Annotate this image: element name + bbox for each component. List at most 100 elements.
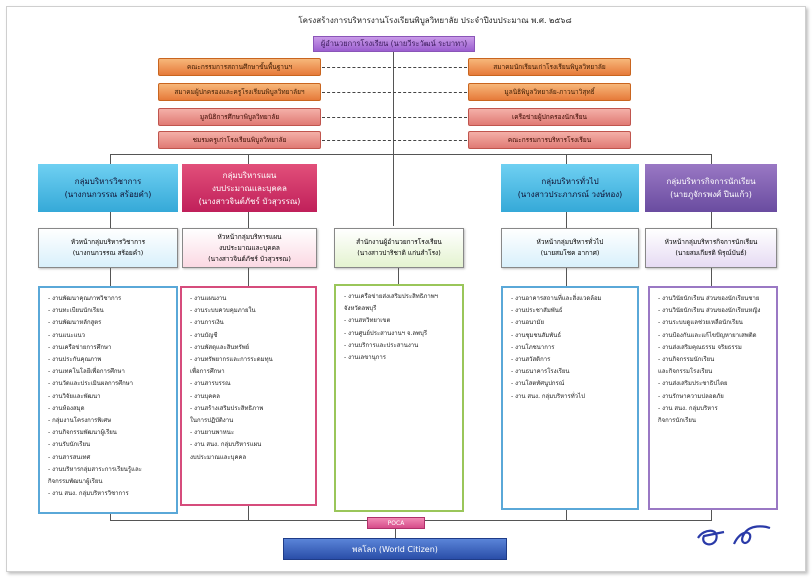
task-item: - งานป้องกันและแก้ไขปัญหายาเสพติด — [658, 331, 757, 339]
connector-1 — [322, 67, 467, 68]
task-item: - งานกิจกรรมนักเรียน และกิจกรรมโรงเรียน — [658, 356, 715, 376]
task-item: - งานการเงิน — [190, 319, 224, 327]
task-item: - งานโภชนาการ — [511, 343, 555, 351]
branch-drop-5 — [711, 154, 712, 164]
sub-list-line-4 — [566, 268, 567, 286]
head-sub-line-5 — [711, 212, 712, 228]
page-title: โครงสร้างการบริหารงานโรงเรียนพิบูลวิทยาล… — [298, 16, 572, 25]
task-item: - งานชุมชนสัมพันธ์ — [511, 331, 562, 339]
subhead-person: (นายสมเกียรติ พิรุณ์บันธ์) — [675, 249, 747, 257]
committee-right-1: สมาคมนักเรียนเก่าโรงเรียนพิบูลวิทยาลัย — [468, 58, 631, 76]
bottom-drop-4 — [566, 510, 567, 521]
group-name: กลุ่มบริหารแผน งบประมาณและบุคคล — [212, 170, 287, 193]
bottom-drop-5 — [711, 510, 712, 521]
task-item: - งานห้องสมุด — [48, 404, 85, 412]
world-citizen-box: พลโลก (World Citizen) — [283, 538, 507, 560]
subhead-person: (นางกนกวรรณ สร้อยคำ) — [72, 249, 144, 257]
task-item: - งาน สนง. กลุ่มบริหารแผน งบประมาณและบุค… — [190, 441, 262, 461]
task-item: - งานวินัยนักเรียน ส่วนของนักเรียนหญิง — [658, 307, 761, 315]
group-head-student-affairs: กลุ่มบริหารกิจการนักเรียน (นายภูจักรพงศ์… — [645, 164, 777, 212]
task-item: - งานแผนงาน — [190, 295, 227, 302]
subhead-title: หัวหน้ากลุ่มบริหารทั่วไป — [536, 238, 604, 246]
task-item: - งานพัสดุและสินทรัพย์ — [190, 343, 250, 351]
sub-list-line-1 — [110, 268, 111, 286]
task-item: - งานโสตทัศนูปกรณ์ — [511, 380, 565, 388]
task-item: - งานเครือข่ายส่งเสริมประสิทธิภาพฯ จังหว… — [344, 293, 439, 313]
task-item: - งานบริการและประสานงาน — [344, 341, 419, 349]
subhead-budget: หัวหน้ากลุ่มบริหารแผน งบประมาณและบุคคล (… — [182, 228, 317, 268]
group-person: (นางสาวประภาภรณ์ วงษ์ทอง) — [517, 190, 623, 199]
task-item: - งานอาคารสถานที่และสิ่งแวดล้อม — [511, 295, 602, 302]
task-item: - งานสารสนเทศ — [48, 453, 91, 461]
task-item: - งานเครือข่ายการศึกษา — [48, 343, 112, 351]
task-item: - งานประชาสัมพันธ์ — [511, 307, 563, 315]
task-item: - งานวินัยนักเรียน ส่วนของนักเรียนชาย — [658, 295, 760, 302]
task-item: - งานสวัสดิการ — [511, 356, 551, 364]
subhead-general: หัวหน้ากลุ่มบริหารทั่วไป (นายสมโชค อากาศ… — [501, 228, 639, 268]
branch-drop-3 — [393, 154, 394, 226]
poca-box: POCA — [367, 517, 425, 529]
task-list-director-office: - งานเครือข่ายส่งเสริมประสิทธิภาพฯ จังหว… — [334, 284, 464, 512]
task-item: - งานบัญชี — [190, 331, 218, 339]
subhead-title: สำนักงานผู้อำนวยการโรงเรียน — [356, 238, 442, 246]
branch-drop-2 — [248, 154, 249, 164]
task-item: - งานวิจัยและพัฒนา — [48, 392, 101, 400]
task-item: - งานสหวิทยาเขต — [344, 317, 391, 325]
task-item: - งานส่งเสริมประชาธิปไตย — [658, 380, 728, 388]
task-item: - งานรับนักเรียน — [48, 441, 91, 449]
head-sub-line-2 — [248, 212, 249, 228]
task-item: - งานยานพาหนะ — [190, 429, 235, 437]
task-item: - งานแนะแนว — [48, 331, 86, 339]
branch-drop-4 — [566, 154, 567, 164]
task-item: - งานสารบรรณ — [190, 380, 231, 388]
committee-left-2: สมาคมผู้ปกครองและครูโรงเรียนพิบูลวิทยาลั… — [158, 83, 321, 101]
connector-2 — [322, 92, 467, 93]
task-list-general: - งานอาคารสถานที่และสิ่งแวดล้อม - งานประช… — [501, 286, 639, 510]
subhead-title: หัวหน้ากลุ่มบริหารกิจการนักเรียน — [664, 238, 758, 246]
group-name: กลุ่มบริหารกิจการนักเรียน — [666, 177, 756, 186]
head-sub-line-1 — [110, 212, 111, 228]
group-head-budget: กลุ่มบริหารแผน งบประมาณและบุคคล (นางสาวจ… — [182, 164, 317, 212]
task-item: - งานสร้างเสริมประสิทธิภาพ ในการปฏิบัติง… — [190, 404, 264, 425]
task-item: - งานทรัพยากรและการระดมทุน เพื่อการศึกษา — [190, 356, 273, 376]
task-item: - งานระบบดูแลช่วยเหลือนักเรียน — [658, 319, 743, 327]
subhead-director-office: สำนักงานผู้อำนวยการโรงเรียน (นางสาวปาริช… — [334, 228, 464, 268]
connector-3 — [322, 117, 467, 118]
group-name: กลุ่มบริหารทั่วไป — [541, 177, 599, 186]
task-item: - งานบริหารกลุ่มสาระการเรียนรู้และ กิจกร… — [48, 465, 142, 486]
signature-mark — [697, 525, 771, 546]
subhead-person: (นางสาวปาริชาติ แก่นสำโรง) — [357, 249, 441, 257]
committee-right-3: เครือข่ายผู้ปกครองนักเรียน — [468, 108, 631, 126]
subhead-person: (นายสมโชค อากาศ) — [540, 249, 600, 257]
bottom-drop-1 — [110, 514, 111, 521]
task-item: - งานส่งเสริมคุณธรรม จริยธรรม — [658, 343, 742, 351]
director-box: ผู้อำนวยการโรงเรียน (นายวีระวัฒน์ ระบาทา… — [313, 36, 475, 52]
task-list-student-affairs: - งานวินัยนักเรียน ส่วนของนักเรียนชาย - ง… — [648, 286, 778, 510]
task-item: - งานพัฒนาหลักสูตร — [48, 319, 102, 327]
trunk-line — [393, 52, 394, 154]
committee-left-4: ชมรมครูเก่าโรงเรียนพิบูลวิทยาลัย — [158, 131, 321, 149]
task-item: - งาน สนง. กลุ่มบริหาร กิจการนักเรียน — [658, 404, 718, 425]
task-item: - งานพัฒนาคุณภาพวิชาการ — [48, 295, 122, 302]
bottom-drop-2 — [248, 506, 249, 521]
task-item: - งาน สนง. กลุ่มบริหารทั่วไป — [511, 392, 585, 400]
subhead-title: หัวหน้ากลุ่มบริหารวิชาการ — [70, 238, 146, 246]
subhead-academic: หัวหน้ากลุ่มบริหารวิชาการ (นางกนกวรรณ สร… — [38, 228, 178, 268]
sub-list-line-2 — [248, 268, 249, 286]
task-item: - งานบุคคล — [190, 392, 220, 400]
task-item: - งานเทคโนโลยีเพื่อการศึกษา — [48, 368, 125, 376]
group-person: (นางสาวจินต์ภัชร์ บัวสุวรรณ) — [198, 196, 301, 206]
task-list-academic: - งานพัฒนาคุณภาพวิชาการ - งานทะเบียนนักเร… — [38, 286, 178, 514]
task-item: - งานกิจกรรมพัฒนาผู้เรียน — [48, 429, 117, 437]
group-person: (นายภูจักรพงศ์ ปีนแก้ว) — [670, 190, 752, 199]
group-head-general: กลุ่มบริหารทั่วไป (นางสาวประภาภรณ์ วงษ์ท… — [501, 164, 639, 212]
task-item: - งานอนามัย — [511, 319, 545, 327]
committee-left-3: มูลนิธิการศึกษาพิบูลวิทยาลัย — [158, 108, 321, 126]
connector-4 — [322, 140, 467, 141]
group-head-academic: กลุ่มบริหารวิชาการ (นางกนกวรรณ สร้อยคำ) — [38, 164, 178, 212]
task-item: - กลุ่มงานโครงการพิเศษ — [48, 417, 112, 425]
subhead-title: หัวหน้ากลุ่มบริหารแผน งบประมาณและบุคคล — [217, 232, 282, 252]
task-item: - งานศูนย์ประสานงานฯ จ.ลพบุรี — [344, 329, 428, 337]
committee-right-4: คณะกรรมการบริหารโรงเรียน — [468, 131, 631, 149]
task-item: - งานทะเบียนนักเรียน — [48, 307, 104, 315]
